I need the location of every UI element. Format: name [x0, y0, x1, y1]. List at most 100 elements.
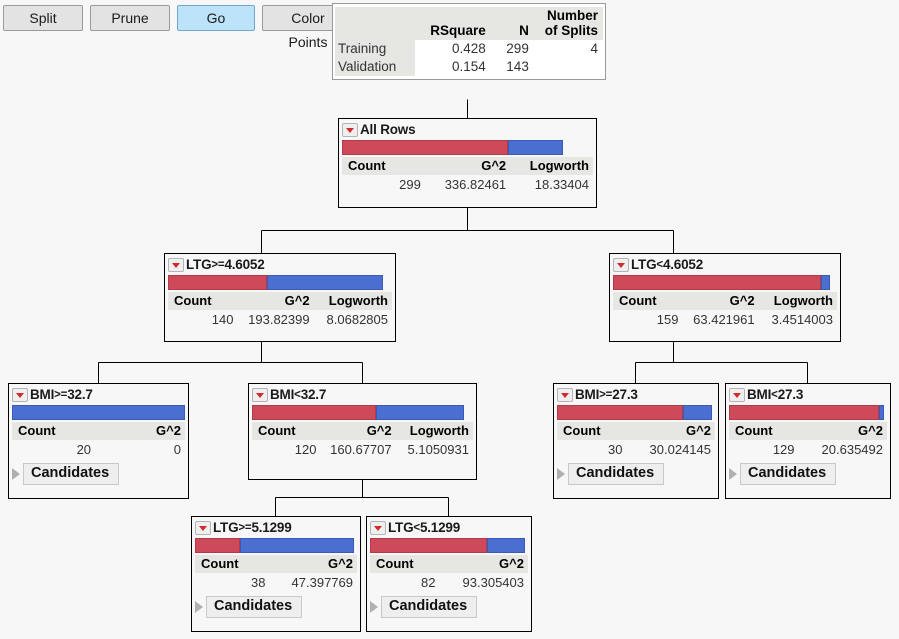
triangle-right-icon[interactable] [729, 467, 737, 480]
node-title-bmi-ge-27-3[interactable]: BMI >= 27.3 [557, 386, 715, 403]
triangle-right-icon[interactable] [195, 600, 203, 613]
stat-header-count: Count [12, 422, 96, 440]
node-title-ltg-lt-5-1299[interactable]: LTG < 5.1299 [370, 519, 528, 536]
red-triangle-icon[interactable] [12, 387, 28, 402]
bar-segment-red [252, 405, 376, 420]
stat-value-count: 30 [608, 442, 623, 457]
red-triangle-icon[interactable] [195, 520, 211, 535]
summary-n-validation: 143 [490, 58, 534, 76]
stat-value-g2: 63.421961 [693, 312, 755, 327]
node-response-bar [195, 538, 357, 553]
red-triangle-icon[interactable] [729, 387, 745, 402]
summary-header-splits: Number of Splits [533, 7, 603, 40]
red-triangle-icon[interactable] [370, 520, 386, 535]
triangle-right-icon[interactable] [370, 600, 378, 613]
node-threshold: 27.3 [777, 387, 804, 402]
red-triangle-icon[interactable] [252, 387, 268, 402]
node-title-all-rows[interactable]: All Rows [342, 121, 593, 138]
stat-value-count: 38 [251, 575, 266, 590]
node-title-ltg-ge-4-6052[interactable]: LTG >= 4.6052 [168, 256, 392, 273]
stat-value-count: 299 [399, 177, 421, 192]
stat-value-logworth: 5.1050931 [407, 442, 469, 457]
tree-node-ltg-ge-5-1299[interactable]: LTG >= 5.1299 Count G^2 38 47.397769 Can… [191, 516, 361, 632]
tree-node-bmi-lt-27-3[interactable]: BMI < 27.3 Count G^2 129 20.635492 Candi… [725, 383, 891, 499]
node-title-bmi-lt-27-3[interactable]: BMI < 27.3 [729, 386, 887, 403]
node-title-bmi-lt-32-7[interactable]: BMI < 32.7 [252, 386, 473, 403]
summary-header-rsquare: RSquare [415, 7, 491, 40]
split-button[interactable]: Split [3, 5, 83, 31]
candidates-disclosure[interactable]: Candidates [12, 462, 185, 485]
candidates-label[interactable]: Candidates [740, 462, 837, 485]
red-triangle-icon[interactable] [613, 257, 629, 272]
node-operator: >= [599, 388, 613, 401]
stat-header-g2: G^2 [439, 555, 528, 573]
candidates-label[interactable]: Candidates [568, 462, 665, 485]
tree-node-all-rows[interactable]: All Rows Count G^2 Logworth 299 336.8246… [338, 118, 597, 208]
tree-node-bmi-ge-27-3[interactable]: BMI >= 27.3 Count G^2 30 30.024145 Candi… [553, 383, 719, 499]
prune-button[interactable]: Prune [90, 5, 170, 31]
triangle-right-icon[interactable] [12, 467, 20, 480]
bar-segment-blue [683, 405, 712, 420]
node-label: LTG [186, 257, 212, 272]
node-threshold: 27.3 [612, 387, 638, 402]
node-stat-headers: Count G^2 Logworth [168, 292, 392, 310]
stat-value-logworth: 18.33404 [534, 177, 589, 192]
red-triangle-icon[interactable] [168, 257, 184, 272]
bar-segment-red [370, 538, 487, 553]
stat-header-count: Count [195, 555, 270, 573]
connector-root-children [261, 207, 674, 254]
bar-segment-blue [12, 405, 185, 420]
tree-node-ltg-lt-4-6052[interactable]: LTG < 4.6052 Count G^2 Logworth 159 63.4… [609, 253, 841, 342]
summary-rsquare-training: 0.428 [415, 40, 491, 58]
red-triangle-icon[interactable] [342, 122, 358, 137]
node-stat-values: 140 193.82399 8.0682805 [168, 310, 392, 329]
node-stat-values: 20 0 [12, 440, 185, 459]
stat-value-g2: 20.635492 [821, 442, 883, 457]
stat-header-count: Count [613, 292, 683, 310]
bar-segment-red [195, 538, 241, 553]
stat-header-count: Count [168, 292, 238, 310]
candidates-label[interactable]: Candidates [23, 462, 120, 485]
node-operator: < [771, 388, 778, 401]
summary-row-training: Training 0.428 299 4 [335, 40, 603, 58]
summary-rsquare-validation: 0.154 [415, 58, 491, 76]
tree-node-ltg-lt-5-1299[interactable]: LTG < 5.1299 Count G^2 82 93.305403 Cand… [366, 516, 532, 632]
candidates-disclosure[interactable]: Candidates [557, 462, 715, 485]
stat-header-g2: G^2 [269, 555, 357, 573]
candidates-disclosure[interactable]: Candidates [729, 462, 887, 485]
stat-header-g2: G^2 [424, 157, 511, 175]
bar-segment-blue [240, 538, 354, 553]
connector-ltg-ge-children [98, 341, 363, 384]
summary-header-n: N [490, 7, 534, 40]
candidates-disclosure[interactable]: Candidates [195, 595, 357, 618]
triangle-right-icon[interactable] [557, 467, 565, 480]
tree-node-ltg-ge-4-6052[interactable]: LTG >= 4.6052 Count G^2 Logworth 140 193… [164, 253, 396, 342]
stat-header-count: Count [370, 555, 440, 573]
bar-segment-blue [879, 405, 884, 420]
go-button[interactable]: Go [177, 5, 255, 31]
red-triangle-icon[interactable] [557, 387, 573, 402]
bar-segment-red [168, 275, 267, 290]
node-stat-values: 38 47.397769 [195, 573, 357, 592]
candidates-label[interactable]: Candidates [381, 595, 478, 618]
candidates-label[interactable]: Candidates [206, 595, 303, 618]
model-summary-table: RSquare N Number of Splits Training 0.42… [332, 3, 606, 80]
node-title-ltg-lt-4-6052[interactable]: LTG < 4.6052 [613, 256, 837, 273]
summary-row-validation: Validation 0.154 143 [335, 58, 603, 76]
tree-node-bmi-ge-32-7[interactable]: BMI >= 32.7 Count G^2 20 0 Candidates [8, 383, 189, 499]
stat-value-logworth: 3.4514003 [771, 312, 833, 327]
summary-header-splits-line2: of Splits [544, 23, 598, 38]
stat-header-count: Count [342, 157, 425, 175]
node-threshold: 32.7 [300, 387, 327, 402]
candidates-disclosure[interactable]: Candidates [370, 595, 528, 618]
node-stat-headers: Count G^2 [370, 555, 528, 573]
stat-header-g2: G^2 [682, 292, 759, 310]
node-response-bar [252, 405, 473, 420]
stat-header-count: Count [252, 422, 321, 440]
summary-header-splits-line1: Number [546, 8, 598, 23]
node-response-bar [168, 275, 392, 290]
node-title-ltg-ge-5-1299[interactable]: LTG >= 5.1299 [195, 519, 357, 536]
node-title-bmi-ge-32-7[interactable]: BMI >= 32.7 [12, 386, 185, 403]
tree-node-bmi-lt-32-7[interactable]: BMI < 32.7 Count G^2 Logworth 120 160.67… [248, 383, 477, 480]
